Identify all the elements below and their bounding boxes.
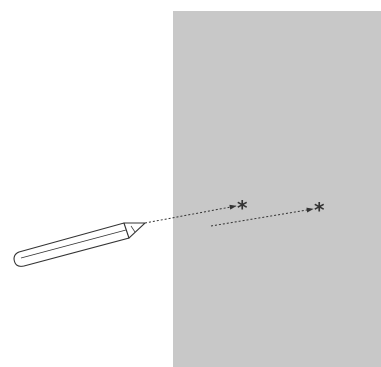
gray-medium-block bbox=[173, 11, 381, 367]
asterisk-marker: * bbox=[237, 196, 248, 220]
asterisk-marker: * bbox=[314, 198, 325, 222]
pen-icon bbox=[14, 223, 145, 266]
